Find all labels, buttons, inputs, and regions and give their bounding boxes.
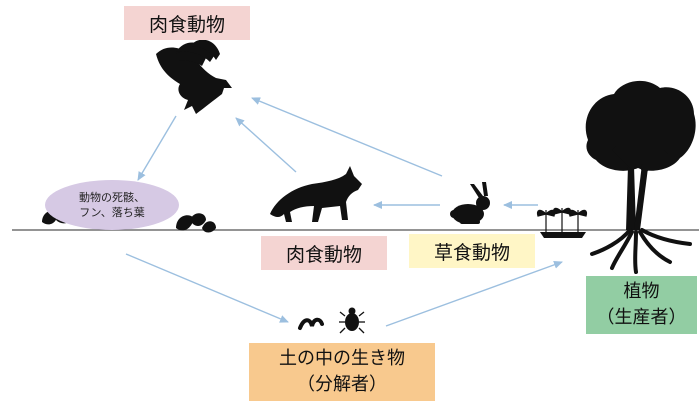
arrow-soil-to-plant	[385, 260, 563, 327]
dead-matter-line2: フン、落ち葉	[79, 206, 145, 219]
herbivore-text: 草食動物	[433, 241, 510, 264]
tree-roots	[590, 228, 692, 274]
hawk-icon	[156, 39, 232, 114]
plant-producer-label: 植物 （生産者）	[586, 276, 697, 334]
arrow-dead-to-soil	[125, 253, 289, 323]
worm-icon	[298, 317, 324, 330]
plant-text: 植物	[623, 281, 660, 302]
herbivore-label: 草食動物	[409, 234, 535, 268]
top-carnivore-text: 肉食動物	[148, 13, 225, 36]
fox-icon	[270, 166, 362, 222]
carnivore-text: 肉食動物	[285, 243, 362, 266]
carnivore-label: 肉食動物	[261, 236, 387, 270]
beetle-icon	[339, 307, 365, 334]
soil-organisms-text: 土の中の生き物	[279, 348, 405, 369]
arrow-fox-to-hawk	[235, 117, 297, 173]
rabbit-icon	[450, 182, 490, 224]
sprouts-icon	[536, 207, 588, 238]
producer-text: （生産者）	[596, 307, 687, 328]
arrow-hawk-to-dead	[137, 115, 177, 181]
tree-icon	[585, 80, 696, 230]
dead-matter-line1: 動物の死骸、	[79, 191, 145, 204]
arrows	[125, 97, 563, 327]
top-carnivore-label: 肉食動物	[124, 6, 250, 40]
leaf-icon	[176, 213, 216, 233]
decomposer-text: （分解者）	[297, 374, 387, 395]
arrow-herbivore-to-hawk	[251, 97, 443, 177]
soil-decomposer-label: 土の中の生き物 （分解者）	[249, 343, 435, 401]
dead-matter-ellipse: 動物の死骸、 フン、落ち葉	[45, 180, 179, 230]
